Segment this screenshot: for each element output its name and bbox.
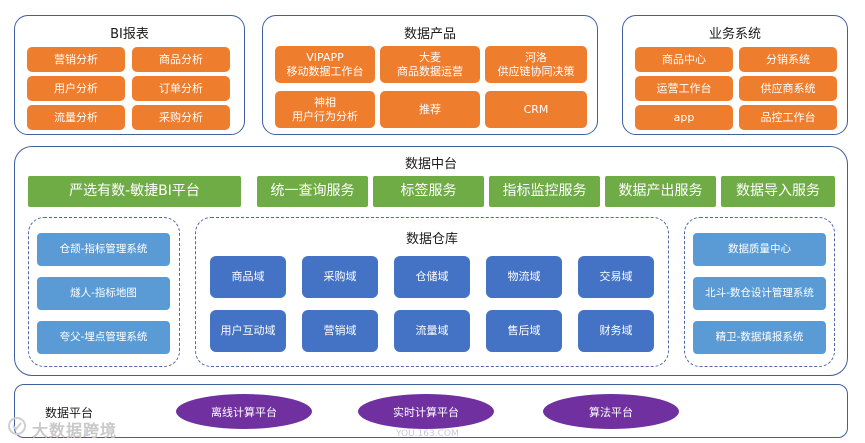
platform-realtime-compute[interactable]: 实时计算平台 (358, 394, 494, 429)
domain-purchasing[interactable]: 采购域 (302, 256, 378, 298)
service-metric-monitoring[interactable]: 指标监控服务 (489, 176, 600, 207)
bi-item-user-analysis[interactable]: 用户分析 (27, 76, 125, 101)
domain-traffic[interactable]: 流量域 (394, 310, 470, 352)
right-systems-group: 数据质量中心 北斗-数仓设计管理系统 精卫-数据填报系统 (684, 217, 835, 367)
bi-item-traffic-analysis[interactable]: 流量分析 (27, 105, 125, 130)
data-middle-platform-panel: 数据中台 严选有数-敏捷BI平台 统一查询服务 标签服务 指标监控服务 数据产出… (14, 146, 848, 376)
product-heluo[interactable]: 河洛 供应链协同决策 (485, 46, 587, 83)
data-products-panel: 数据产品 VIPAPP 移动数据工作台 大麦 商品数据运营 河洛 供应链协同决策… (262, 15, 598, 135)
watermark-logo-icon (6, 415, 28, 437)
biz-app[interactable]: app (635, 105, 733, 130)
biz-qc-workbench[interactable]: 品控工作台 (739, 105, 837, 130)
service-unified-query[interactable]: 统一查询服务 (257, 176, 368, 207)
data-warehouse-title: 数据仓库 (405, 232, 458, 247)
domain-logistics[interactable]: 物流域 (486, 256, 562, 298)
service-tagging[interactable]: 标签服务 (373, 176, 484, 207)
data-platform-panel: 数据平台 离线计算平台 实时计算平台 算法平台 (14, 384, 848, 438)
biz-supplier-system[interactable]: 供应商系统 (739, 76, 837, 101)
product-recommend[interactable]: 推荐 (380, 91, 480, 128)
left-systems-group: 仓颉-指标管理系统 燧人-指标地图 夸父-埋点管理系统 (28, 217, 180, 367)
bi-report-panel: BI报表 营销分析 商品分析 用户分析 订单分析 流量分析 采购分析 (14, 15, 245, 135)
service-bi-platform[interactable]: 严选有数-敏捷BI平台 (28, 176, 241, 207)
system-jingwei-data-entry[interactable]: 精卫-数据填报系统 (693, 321, 826, 354)
watermark-site: YOU.163.COM (396, 429, 459, 439)
product-damai[interactable]: 大麦 商品数据运营 (380, 46, 480, 83)
biz-distribution-system[interactable]: 分销系统 (739, 47, 837, 72)
domain-product[interactable]: 商品域 (210, 256, 286, 298)
bi-item-marketing-analysis[interactable]: 营销分析 (27, 47, 125, 72)
bi-item-order-analysis[interactable]: 订单分析 (132, 76, 230, 101)
service-data-import[interactable]: 数据导入服务 (721, 176, 835, 207)
system-kuafu-tracking[interactable]: 夸父-埋点管理系统 (37, 321, 170, 354)
domain-marketing[interactable]: 营销域 (302, 310, 378, 352)
domain-finance[interactable]: 财务域 (578, 310, 654, 352)
domain-trade[interactable]: 交易域 (578, 256, 654, 298)
platform-algorithm[interactable]: 算法平台 (543, 394, 679, 429)
biz-product-center[interactable]: 商品中心 (635, 47, 733, 72)
system-cangjie-metrics[interactable]: 仓颉-指标管理系统 (37, 233, 170, 266)
biz-operations-workbench[interactable]: 运营工作台 (635, 76, 733, 101)
business-systems-title: 业务系统 (708, 27, 761, 42)
data-products-title: 数据产品 (403, 27, 456, 42)
watermark-brand: 大数据跨境 (32, 421, 118, 440)
system-beidou-warehouse-design[interactable]: 北斗-数仓设计管理系统 (693, 277, 826, 310)
domain-user-interaction[interactable]: 用户互动域 (210, 310, 286, 352)
bi-report-title: BI报表 (110, 27, 149, 42)
bi-item-purchase-analysis[interactable]: 采购分析 (132, 105, 230, 130)
product-shenxiang[interactable]: 神相 用户行为分析 (275, 91, 375, 128)
domain-warehousing[interactable]: 仓储域 (394, 256, 470, 298)
business-systems-panel: 业务系统 商品中心 分销系统 运营工作台 供应商系统 app 品控工作台 (622, 15, 848, 135)
service-data-output[interactable]: 数据产出服务 (605, 176, 716, 207)
product-vipapp[interactable]: VIPAPP 移动数据工作台 (275, 46, 375, 83)
platform-offline-compute[interactable]: 离线计算平台 (176, 394, 312, 429)
data-platform-title: 数据平台 (45, 406, 94, 420)
system-suiren-metric-map[interactable]: 燧人-指标地图 (37, 277, 170, 310)
data-middle-platform-title: 数据中台 (404, 157, 457, 172)
domain-after-sales[interactable]: 售后域 (486, 310, 562, 352)
product-crm[interactable]: CRM (485, 91, 587, 128)
data-warehouse-group: 数据仓库 商品域 采购域 仓储域 物流域 交易域 用户互动域 营销域 流量域 售… (195, 217, 669, 367)
system-data-quality-center[interactable]: 数据质量中心 (693, 233, 826, 266)
bi-item-product-analysis[interactable]: 商品分析 (132, 47, 230, 72)
